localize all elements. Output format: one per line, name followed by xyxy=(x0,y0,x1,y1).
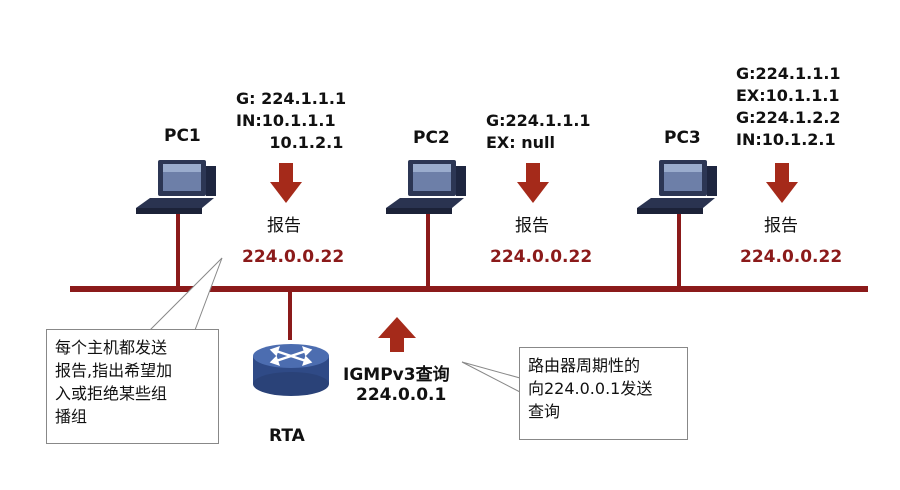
pc2-drop-line xyxy=(426,210,430,288)
pc3-report-label: 报告 xyxy=(764,216,798,236)
query-address: 224.0.0.1 xyxy=(356,385,447,405)
query-arrow xyxy=(378,317,416,352)
right-callout-pointer xyxy=(461,361,521,393)
pc2-group-info: G:224.1.1.1 EX: null xyxy=(486,111,591,152)
left-callout-pointer xyxy=(148,257,223,331)
pc1-computer-icon[interactable] xyxy=(136,160,216,214)
network-bus xyxy=(70,286,868,292)
pc1-report-arrow xyxy=(270,163,302,203)
pc1-report-address: 224.0.0.22 xyxy=(242,247,345,267)
router-drop-line xyxy=(288,290,292,340)
pc1-label: PC1 xyxy=(164,126,201,146)
pc3-computer-icon[interactable] xyxy=(637,160,717,214)
pc2-computer-icon[interactable] xyxy=(386,160,466,214)
pc1-drop-line xyxy=(176,210,180,288)
pc3-report-address: 224.0.0.22 xyxy=(740,247,843,267)
pc3-drop-line xyxy=(677,210,681,288)
pc2-report-arrow xyxy=(517,163,549,203)
pc2-label: PC2 xyxy=(413,128,450,148)
pc3-label: PC3 xyxy=(664,128,701,148)
pc2-report-label: 报告 xyxy=(515,216,549,236)
router-icon[interactable] xyxy=(253,344,329,396)
pc2-report-address: 224.0.0.22 xyxy=(490,247,593,267)
pc1-group-info: G: 224.1.1.1 IN:10.1.1.1 10.1.2.1 xyxy=(236,89,347,152)
query-label: IGMPv3查询 xyxy=(343,365,450,385)
router-label: RTA xyxy=(269,426,305,446)
host-report-callout: 每个主机都发送 报告,指出希望加 入或拒绝某些组 播组 xyxy=(46,329,219,444)
router-query-callout: 路由器周期性的 向224.0.0.1发送 查询 xyxy=(519,347,688,440)
pc3-report-arrow xyxy=(766,163,798,203)
pc1-report-label: 报告 xyxy=(267,216,301,236)
pc3-group-info: G:224.1.1.1 EX:10.1.1.1 G:224.1.2.2 IN:1… xyxy=(736,64,841,149)
